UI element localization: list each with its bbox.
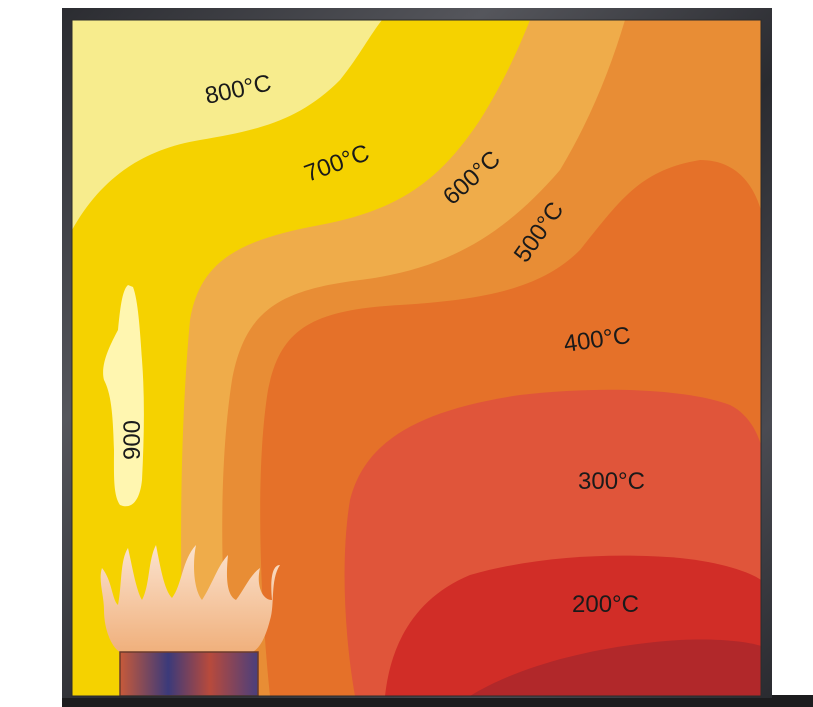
label-300: 300°C: [578, 468, 645, 495]
label-200: 200°C: [572, 591, 639, 618]
hot-core-900: [103, 285, 144, 507]
temperature-field: [72, 20, 761, 696]
chamber-border: [71, 19, 762, 697]
burner-box: [120, 652, 258, 696]
label-900: 900: [119, 420, 146, 460]
zone-coolest: [470, 639, 761, 696]
right-margin: [772, 0, 813, 695]
top-strip: [62, 0, 772, 8]
left-margin: [0, 0, 62, 707]
burner-box-edge: [119, 651, 259, 696]
flame-shape: [100, 545, 280, 652]
